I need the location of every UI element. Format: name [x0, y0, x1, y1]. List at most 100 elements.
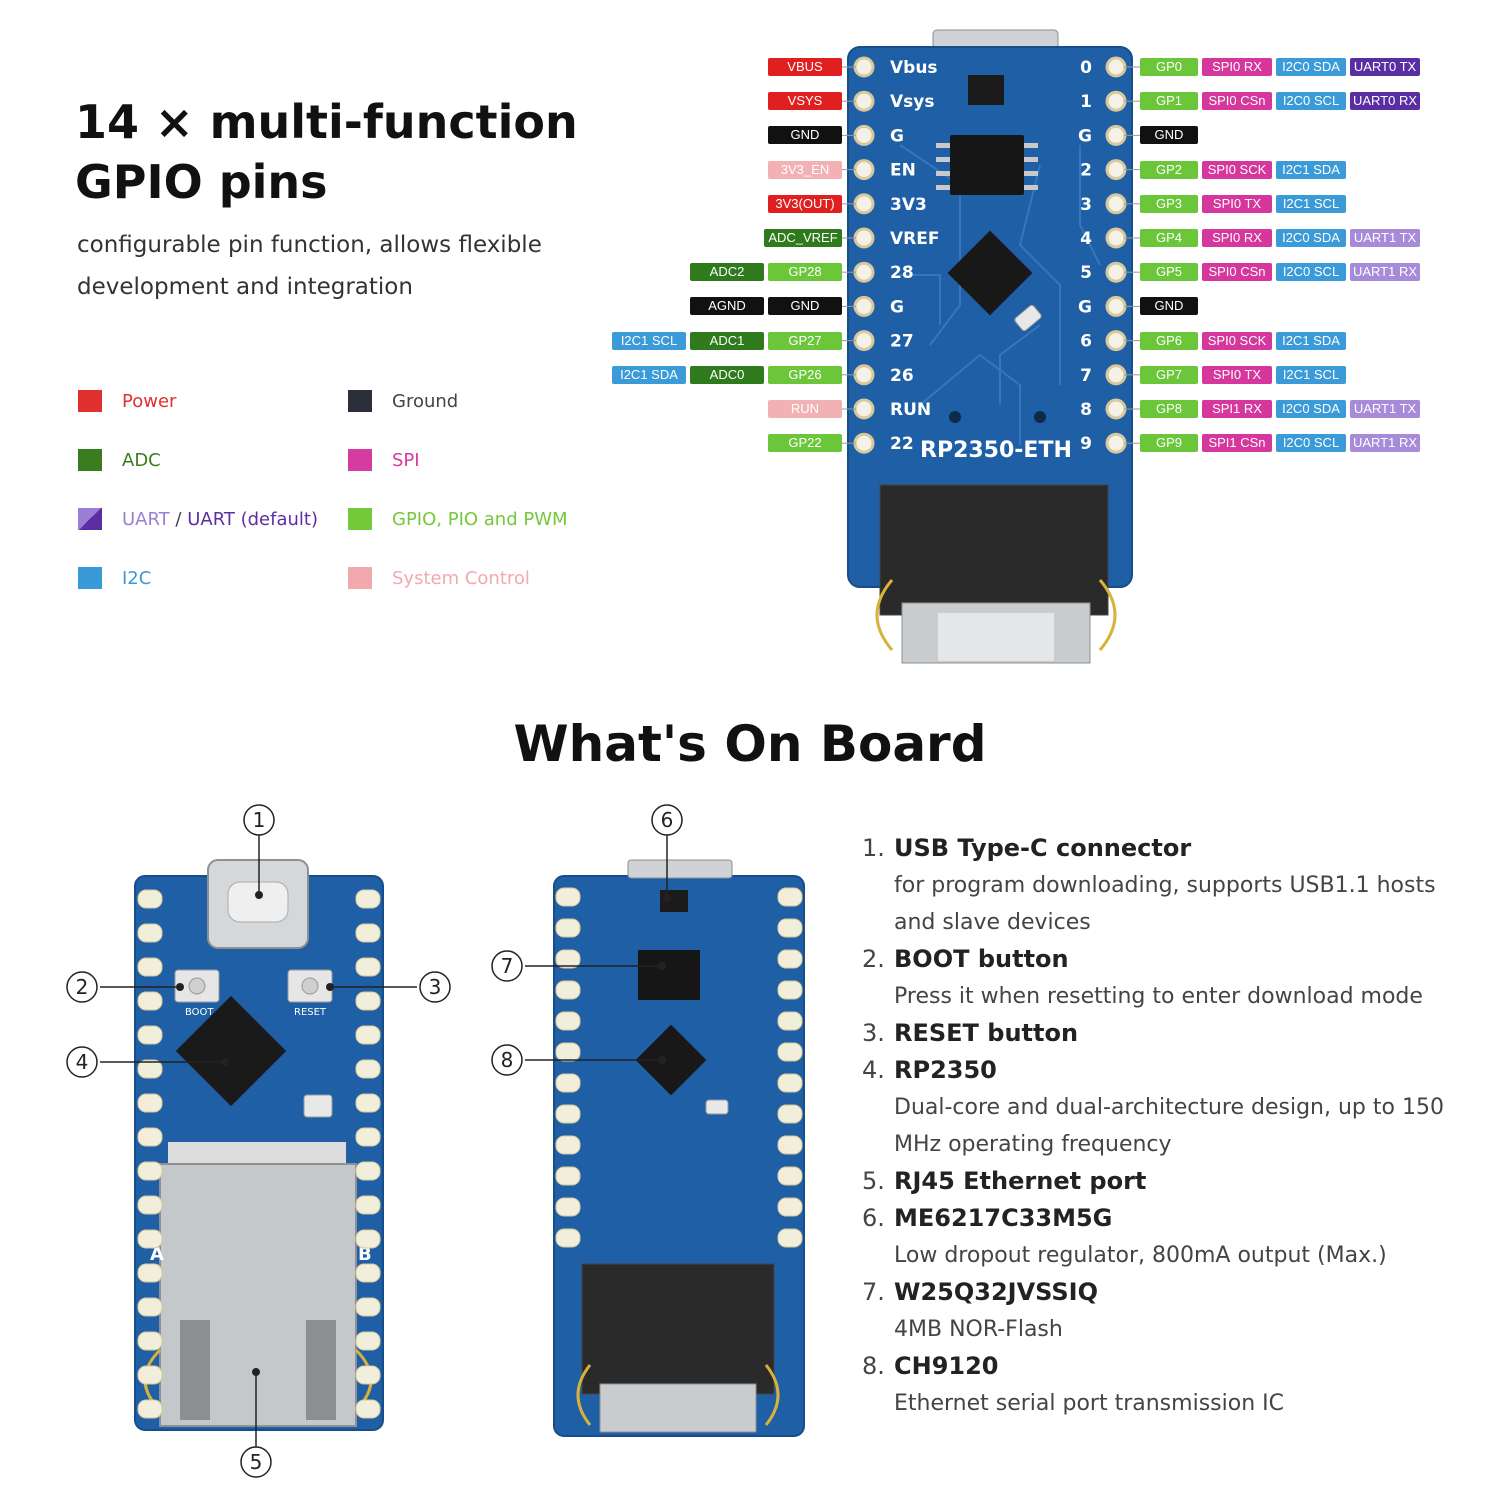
- pin-label-right: UART1 RX: [1350, 263, 1420, 282]
- silk-b: B: [358, 1244, 372, 1265]
- back-pad-left: [137, 957, 163, 977]
- right-pin-pad: [1105, 227, 1127, 249]
- feature-description: 4MB NOR-Flash: [894, 1317, 1063, 1342]
- silk-right-pin: 0: [1080, 58, 1092, 78]
- pin-label-right: UART1 TX: [1350, 229, 1420, 247]
- callout-circle: [491, 950, 523, 982]
- silk-right-pin: 4: [1080, 229, 1092, 249]
- legend-system-swatch: [348, 567, 372, 589]
- pin-label-left: I2C1 SCL: [612, 331, 686, 350]
- silk-right-pin: G: [1078, 297, 1092, 317]
- pin-label-left: GP28: [768, 263, 842, 282]
- front-pad-right: [777, 1197, 803, 1217]
- pin-label-right: I2C1 SDA: [1276, 160, 1346, 179]
- feature-number: 2.: [862, 945, 885, 973]
- front-pad-left: [555, 1166, 581, 1186]
- pin-label-left: 3V3_EN: [768, 160, 842, 179]
- front-pad-left: [555, 1042, 581, 1062]
- pin-label-left: GND: [768, 126, 842, 145]
- back-pad-right: [355, 923, 381, 943]
- legend-gpio: GPIO, PIO and PWM: [348, 508, 568, 530]
- pin-label-right: UART1 RX: [1350, 434, 1420, 453]
- feature-title-text: ME6217C33M5G: [894, 1204, 1113, 1232]
- back-pad-left: [137, 1059, 163, 1079]
- page-title: 14 × multi-function GPIO pins: [75, 92, 635, 212]
- front-pad-left: [555, 1135, 581, 1155]
- pin-label-right: SPI0 CSn: [1202, 92, 1272, 111]
- callout-number: 4: [76, 1050, 89, 1074]
- back-pad-left: [137, 1093, 163, 1113]
- front-pad-left: [555, 1197, 581, 1217]
- silk-left-pin: Vbus: [890, 58, 938, 78]
- left-pin-pad: [853, 124, 875, 146]
- back-pad-left: [137, 1331, 163, 1351]
- pin-label-right: SPI0 SCK: [1202, 160, 1272, 179]
- right-pin-pad: [1105, 56, 1127, 78]
- pin-label-left: GND: [768, 297, 842, 316]
- feature-number: 4.: [862, 1056, 885, 1084]
- feature-description: Dual-core and dual-architecture design, …: [894, 1095, 1444, 1120]
- feature-title-text: CH9120: [894, 1352, 999, 1380]
- callout-dot: [255, 891, 263, 899]
- pin-label-right: I2C1 SDA: [1276, 331, 1346, 350]
- front-pad-left: [555, 887, 581, 907]
- left-pin-pad: [853, 432, 875, 454]
- right-pin-pad: [1105, 124, 1127, 146]
- back-pad-right: [355, 1059, 381, 1079]
- ch9120-chip-front: [635, 1024, 707, 1096]
- pin-label-right: UART0 RX: [1350, 92, 1420, 111]
- pin-label-right: GP8: [1140, 400, 1198, 418]
- front-pad-left: [555, 918, 581, 938]
- silk-left-pin: VREF: [890, 229, 939, 249]
- feature-description: and slave devices: [894, 910, 1091, 935]
- silk-right-pin: 6: [1080, 332, 1092, 352]
- front-pad-right: [777, 1228, 803, 1248]
- pin-label-right: GP2: [1140, 160, 1198, 179]
- feature-title-text: RP2350: [894, 1056, 997, 1084]
- feature-title-text: BOOT button: [894, 945, 1069, 973]
- callout-dot: [252, 1368, 260, 1376]
- regulator-chip: [968, 75, 1004, 105]
- right-pin-pad: [1105, 261, 1127, 283]
- front-pad-right: [777, 918, 803, 938]
- callout-circle: [66, 971, 98, 1003]
- back-pad-right: [355, 991, 381, 1011]
- pin-label-left: GP27: [768, 331, 842, 350]
- pin-label-right: GP0: [1140, 58, 1198, 76]
- back-pad-right: [355, 1229, 381, 1249]
- legend-power-swatch: [78, 390, 102, 412]
- pin-label-left: GP26: [768, 365, 842, 384]
- silk-right-pin: 3: [1080, 195, 1092, 215]
- legend-uart-label: UART / UART (default): [122, 509, 318, 530]
- front-pin-pads: [555, 887, 803, 1248]
- feature-title: 1.USB Type-C connector: [862, 830, 1472, 867]
- pin-label-left: VBUS: [768, 58, 842, 76]
- right-pin-pad: [1105, 330, 1127, 352]
- pin-label-right: SPI0 SCK: [1202, 331, 1272, 350]
- front-pad-right: [777, 887, 803, 907]
- callout-number: 6: [661, 808, 674, 832]
- legend-ground-label: Ground: [392, 390, 459, 412]
- leader-lines: [842, 66, 1140, 444]
- pin-label-right: GND: [1140, 297, 1198, 316]
- pin-label-right: GP5: [1140, 263, 1198, 282]
- pin-label-right: GP6: [1140, 331, 1198, 350]
- silk-left-pin: 3V3: [890, 195, 927, 215]
- back-pad-left: [137, 1229, 163, 1249]
- front-pad-left: [555, 1011, 581, 1031]
- pin-label-right: I2C0 SDA: [1276, 229, 1346, 247]
- title-line-1: 14 × multi-function: [75, 95, 578, 149]
- legend-adc-swatch: [78, 449, 102, 471]
- board-front-view: [553, 859, 805, 1437]
- crystal: [1014, 304, 1042, 332]
- left-pin-pad: [853, 227, 875, 249]
- legend-power-label: Power: [122, 390, 177, 412]
- pin-pads: [853, 56, 1127, 454]
- legend-adc: ADC: [78, 449, 161, 471]
